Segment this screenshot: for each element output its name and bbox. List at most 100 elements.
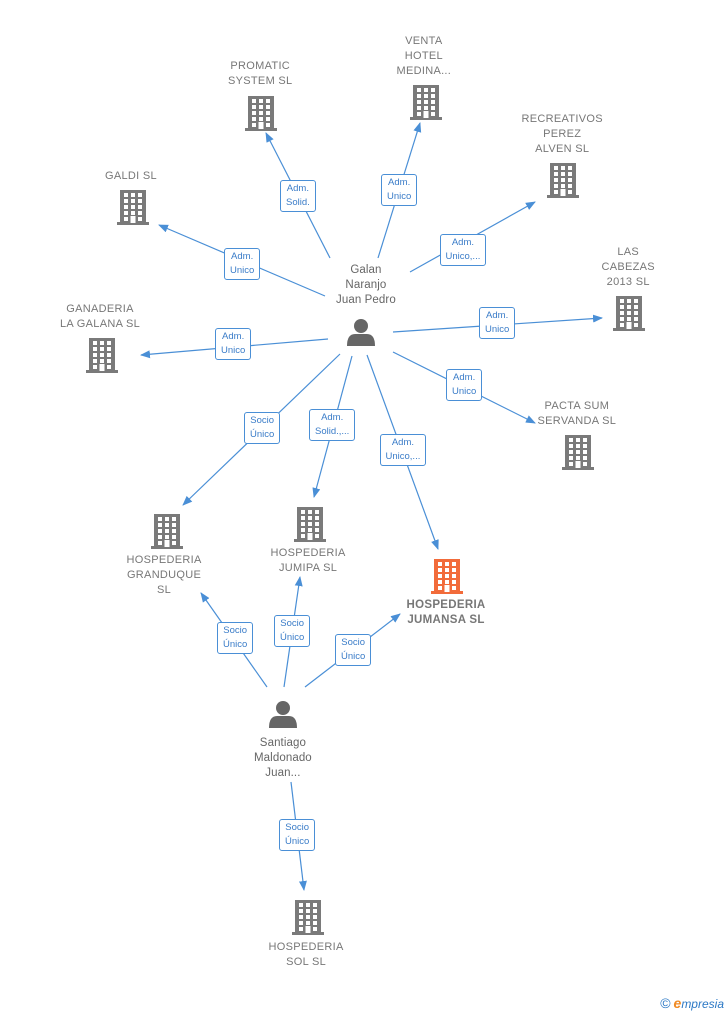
node-label-line: Maldonado [254, 752, 312, 764]
node-label-line: JUMIPA SL [279, 562, 338, 574]
node-label-line: HOSPEDERIA [268, 941, 344, 953]
edge-label-line: Único [250, 429, 275, 440]
edge-label-galan-recreativos[interactable]: Adm. Unico,... [439, 234, 487, 266]
edge-label-galan-jumansa[interactable]: Adm. Unico,... [379, 434, 427, 466]
edge-label-line: Unico [452, 386, 477, 397]
building-icon-cabezas[interactable] [613, 296, 645, 331]
node-label-line: 2013 SL [606, 276, 650, 288]
node-label-galdi[interactable]: GALDI SL [105, 169, 157, 184]
node-label-line: SL [157, 584, 172, 596]
empresia-logo[interactable]: ©empresia [660, 995, 724, 1011]
building-icon-pacta[interactable] [562, 435, 594, 470]
brand-initial: e [673, 995, 682, 1011]
building-icon-jumipa[interactable] [294, 507, 326, 542]
edge-label-line: Unico,... [385, 451, 421, 462]
edge-label-galan-jumipa[interactable]: Adm.Solid.,... [309, 409, 356, 441]
person-icon-santiago[interactable] [269, 701, 297, 728]
building-icon-galdi[interactable] [117, 190, 149, 225]
node-label-venta[interactable]: VENTA HOTEL MEDINA... [397, 34, 452, 79]
building-icon-venta[interactable] [410, 85, 442, 120]
person-icon-galan[interactable] [347, 319, 375, 346]
node-label-cabezas[interactable]: LAS CABEZAS 2013 SL [602, 245, 655, 290]
node-label-jumipa[interactable]: HOSPEDERIA JUMIPA SL [271, 546, 346, 576]
edge-label-line: Socio [280, 618, 305, 629]
edge-label-line: Unico [387, 191, 412, 202]
edge-label-line: Adm. [453, 372, 476, 383]
node-label-line: JUMANSA SL [407, 614, 485, 626]
edge-label-line: Adm. [391, 437, 415, 448]
node-label-line: VENTA [405, 35, 443, 47]
node-label-line: PACTA SUM [544, 400, 610, 412]
building-icon-sol[interactable] [292, 900, 324, 935]
copyright-icon: © [660, 995, 671, 1011]
edge-label-line: Adm. [388, 177, 411, 188]
edge-label-line: Adm. [231, 251, 254, 262]
node-label-line: PROMATIC [230, 60, 291, 72]
node-label-line: Naranjo [345, 279, 387, 291]
node-label-line: LA GALANA SL [60, 318, 141, 330]
building-icon-ganaderia[interactable] [86, 338, 118, 373]
edge-label-galan-pacta[interactable]: Adm. Unico [446, 369, 483, 401]
node-label-line: MEDINA... [396, 65, 452, 77]
edge-label-line: Solid. [286, 197, 310, 208]
node-label-line: ALVEN SL [535, 143, 590, 155]
node-label-line: SERVANDA SL [537, 415, 617, 427]
building-icon-granduque[interactable] [151, 514, 183, 549]
edge-label-line: Unico [221, 345, 246, 356]
edge-label-line: Adm. [451, 237, 475, 248]
edge-label-galan-ganaderia[interactable]: Adm. Unico [215, 328, 252, 360]
edge-label-galan-venta[interactable]: Adm. Unico [381, 174, 418, 206]
edge-label-galan-cabezas[interactable]: Adm. Unico [479, 307, 516, 339]
brand-name: mpresia [681, 997, 724, 1011]
node-label-line: Santiago [259, 737, 306, 749]
edge-label-line: Adm. [486, 310, 509, 321]
edge-label-line: Socio [223, 625, 248, 636]
edge-label-line: Socio [341, 637, 366, 648]
node-label-line: LAS [617, 246, 640, 258]
edge-label-galan-galdi[interactable]: Adm. Unico [224, 248, 261, 280]
edge-label-line: Unico,... [445, 251, 481, 262]
node-label-line: HOSPEDERIA [126, 554, 202, 566]
node-label-recreativos[interactable]: RECREATIVOS PEREZ ALVEN SL [522, 112, 603, 157]
node-label-line: CABEZAS [601, 261, 655, 273]
node-label-sol[interactable]: HOSPEDERIA SOL SL [269, 940, 344, 970]
node-label-pacta[interactable]: PACTA SUM SERVANDA SL [538, 399, 617, 429]
node-label-line: GRANDUQUE [126, 569, 202, 581]
node-label-line: Juan Pedro [336, 294, 396, 306]
node-label-granduque[interactable]: HOSPEDERIA GRANDUQUE SL [127, 553, 202, 598]
edge-label-line: Único [280, 632, 305, 643]
node-label-line: Juan... [265, 767, 301, 779]
edge-label-line: Único [223, 639, 248, 650]
node-label-ganaderia[interactable]: GANADERIA LA GALANA SL [60, 302, 140, 332]
node-label-line: PEREZ [543, 128, 582, 140]
edge-label-line: Adm. [286, 183, 309, 194]
node-label-line: SOL SL [286, 956, 327, 968]
edge-label-line: Único [285, 836, 310, 847]
building-icon-jumansa[interactable] [431, 559, 463, 594]
edge-label-line: Socio [285, 822, 310, 833]
building-icon-promatic[interactable] [245, 96, 277, 131]
node-label-line: GANADERIA [66, 303, 134, 315]
edge-label-line: Adm. [222, 331, 245, 342]
edge-label-line: Unico [485, 324, 510, 335]
building-icon-recreativos[interactable] [547, 163, 579, 198]
edges-layer [140, 122, 603, 891]
node-label-line: RECREATIVOS [521, 113, 603, 125]
nodes-layer [86, 85, 645, 935]
node-label-line: HOSPEDERIA [270, 547, 346, 559]
edge-label-galan-promatic[interactable]: Adm. Solid. [280, 180, 316, 212]
edge-label-line: Único [341, 651, 366, 662]
node-label-line: HOTEL [404, 50, 443, 62]
node-label-line: GALDI SL [105, 170, 157, 182]
edge-label-line: Unico [230, 265, 255, 276]
